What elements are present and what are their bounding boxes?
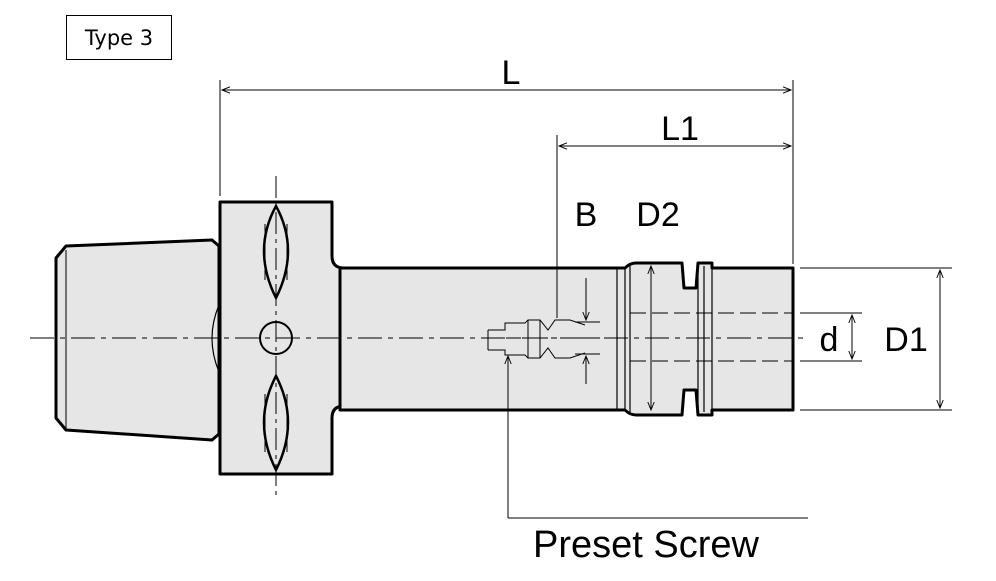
dimension-B — [575, 278, 600, 384]
label-L: L — [502, 54, 521, 92]
bore-hidden-lines — [630, 312, 793, 362]
dimension-D1 — [800, 267, 952, 411]
dimension-L — [219, 80, 794, 264]
body-detail-lines — [616, 263, 713, 415]
dimension-d — [800, 312, 862, 362]
label-preset-screw: Preset Screw — [533, 524, 760, 566]
label-D2: D2 — [636, 196, 679, 234]
label-B: B — [575, 196, 598, 234]
label-D1: D1 — [884, 321, 927, 359]
taper-shank — [54, 238, 221, 442]
holder-body — [338, 261, 795, 417]
dimension-L1 — [556, 135, 793, 318]
preset-screw-leader — [504, 354, 808, 519]
label-L1: L1 — [661, 110, 699, 148]
type-label: Type 3 — [66, 15, 172, 60]
label-d: d — [820, 321, 839, 359]
